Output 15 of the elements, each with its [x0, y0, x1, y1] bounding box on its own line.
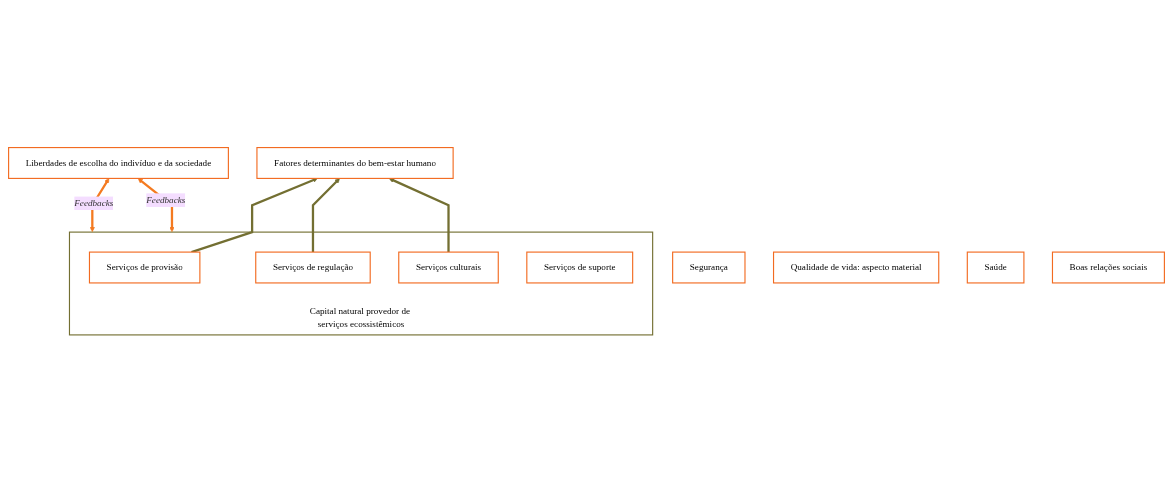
- node-box: Liberdades de escolha do indivíduo e da sociedade: [8, 146, 229, 179]
- node-box: Qualidade de vida: aspecto material: [772, 251, 940, 284]
- node-box: Serviços de provisão: [88, 251, 201, 284]
- node-box: Boas relações sociais: [1051, 251, 1165, 284]
- node-box: Saúde: [966, 251, 1025, 284]
- node-box: Fatores determinantes do bem-estar humano: [256, 146, 454, 179]
- arrow: [191, 177, 318, 253]
- edge-label: Feedbacks: [74, 197, 114, 208]
- node-box: Serviços de suporte: [526, 251, 634, 284]
- arrow: [388, 177, 450, 252]
- arrow: [311, 177, 340, 252]
- node-box: Serviços de regulação: [255, 251, 371, 284]
- node-box: Serviços culturais: [398, 251, 499, 284]
- edge-label: Feedbacks: [146, 194, 186, 205]
- node-box: Segurança: [672, 251, 746, 284]
